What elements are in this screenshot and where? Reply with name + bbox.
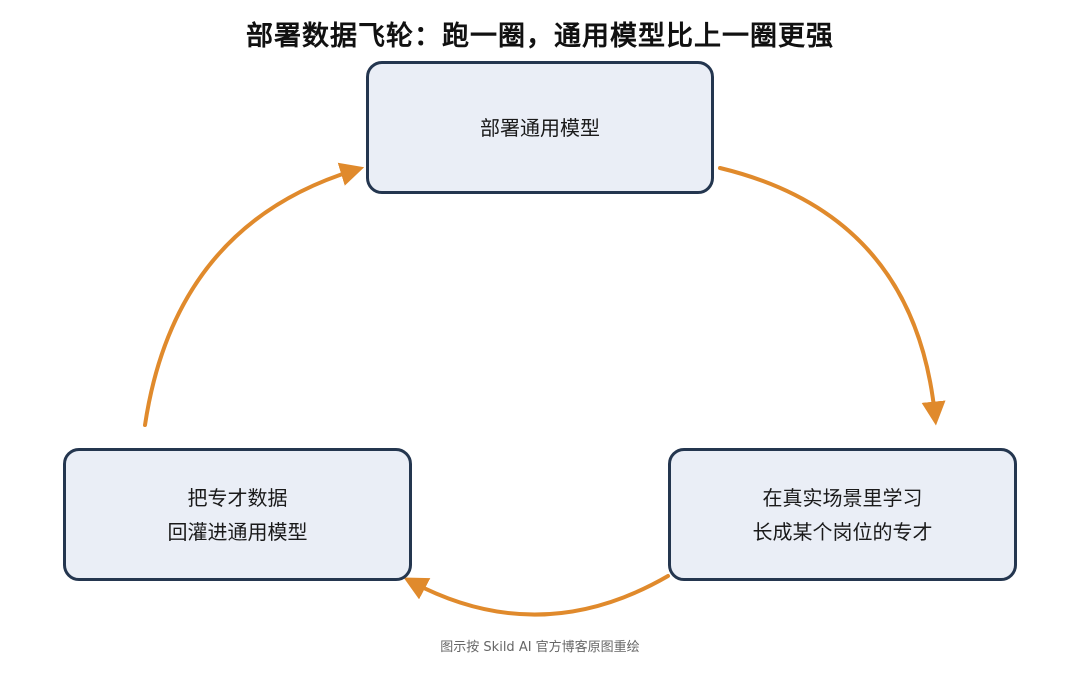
arrow-right-to-left	[403, 574, 670, 617]
diagram-title: 部署数据飞轮：跑一圈，通用模型比上一圈更强	[246, 21, 834, 52]
node-learn-in-real-scenes: 在真实场景里学习 长成某个岗位的专才	[668, 448, 1017, 581]
node-feed-back-specialist-data: 把专才数据 回灌进通用模型	[63, 448, 412, 581]
node-left-line-1: 把专才数据	[187, 485, 288, 510]
source-caption: 图示按 Skild AI 官方博客原图重绘	[440, 640, 640, 655]
node-right-line-1: 在真实场景里学习	[762, 485, 923, 510]
arrow-top-to-right	[718, 166, 946, 426]
node-right-line-2: 长成某个岗位的专才	[752, 519, 933, 544]
arrow-left-to-top	[143, 162, 365, 427]
node-deploy-general-model: 部署通用模型	[366, 61, 714, 194]
node-top-line-1: 部署通用模型	[480, 115, 600, 140]
node-left-line-2: 回灌进通用模型	[167, 519, 308, 544]
